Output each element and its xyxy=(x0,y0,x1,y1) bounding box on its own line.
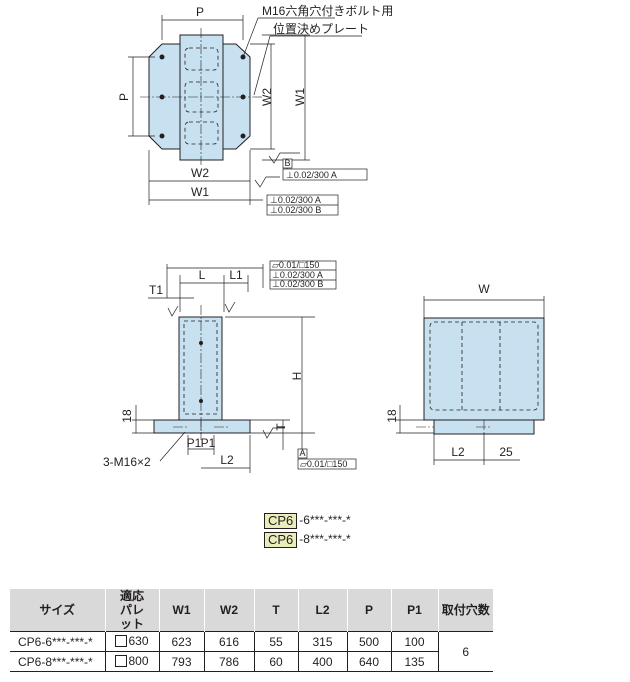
top-view-column xyxy=(179,34,224,161)
perpendicularity-2: ⊥0.02/300 B xyxy=(272,279,323,289)
technical-drawing: P P W2 W1 W2 W1 M16六角穴付きボルト用 位置決めプレート B … xyxy=(103,3,545,473)
dim-w: W xyxy=(478,282,490,296)
tolerance-3: ⊥0.02/300 B xyxy=(270,205,321,215)
model-code-row: CP6-6***-***-* xyxy=(264,511,351,530)
model-code-suffix: -8***-***-* xyxy=(299,532,351,546)
callout-bolt: M16六角穴付きボルト用 xyxy=(262,3,393,18)
datum-b: B xyxy=(284,158,290,168)
dim-t: T xyxy=(274,423,288,431)
flatness-1: ⏥0.01/□150 xyxy=(272,260,319,270)
header-l2: L2 xyxy=(297,589,347,632)
cell-t: 55 xyxy=(253,631,298,652)
dim-w2-vertical: W2 xyxy=(260,88,274,106)
table-row: CP6-6***-***-* 630 623 616 55 315 500 10… xyxy=(10,631,493,672)
dim-l1: L1 xyxy=(229,268,243,282)
header-w1: W1 xyxy=(158,589,204,632)
cell-t: 60 xyxy=(253,651,298,672)
cell-w2: 616 xyxy=(203,631,254,652)
header-w2: W2 xyxy=(203,589,254,632)
cell-w1: 623 xyxy=(158,631,204,652)
model-code-key: CP6 xyxy=(264,512,298,529)
dim-w1-vertical: W1 xyxy=(293,88,307,106)
model-code-key: CP6 xyxy=(264,531,298,548)
cell-w2: 786 xyxy=(203,651,254,672)
dim-w2: W2 xyxy=(191,166,209,180)
dim-l2-side: L2 xyxy=(451,445,465,459)
header-pallet: 適応パレット xyxy=(104,589,159,632)
cell-l2: 315 xyxy=(297,631,347,652)
side-view: W 18 L2 25 xyxy=(385,282,545,465)
spec-table: サイズ 適応パレット W1 W2 T L2 P P1 取付穴数 CP6-6***… xyxy=(10,589,493,672)
header-t: T xyxy=(253,589,298,632)
dim-18-side: 18 xyxy=(385,409,399,423)
cell-pallet: 800 xyxy=(104,651,159,672)
tolerance-2: ⊥0.02/300 A xyxy=(270,195,321,205)
model-codes: CP6-6***-***-* CP6-8***-***-* xyxy=(264,511,351,549)
cell-pallet: 630 xyxy=(104,631,159,652)
front-view-column xyxy=(178,316,223,421)
dim-l2-front: L2 xyxy=(220,453,234,467)
cell-p: 640 xyxy=(346,651,391,672)
dim-p-side: P xyxy=(117,93,131,101)
model-code-suffix: -6***-***-* xyxy=(299,513,351,527)
callout-holes: 3-M16×2 xyxy=(103,455,151,469)
dim-p-top: P xyxy=(196,5,204,19)
cell-mount-holes: 6 xyxy=(437,631,493,672)
dim-h: H xyxy=(290,372,304,381)
square-symbol-icon xyxy=(115,654,128,667)
cell-size: CP6-6***-***-* xyxy=(10,631,105,652)
front-view: L L1 T1 H 18 T P1 P1 L2 3-M16×2 A ⏥0.01/… xyxy=(103,260,357,473)
header-mount-holes: 取付穴数 xyxy=(437,589,493,632)
top-view: P P W2 W1 W2 W1 M16六角穴付きボルト用 位置決めプレート B … xyxy=(117,3,393,216)
cell-l2: 400 xyxy=(297,651,347,672)
cell-p: 500 xyxy=(346,631,391,652)
header-p: P xyxy=(346,589,391,632)
square-symbol-icon xyxy=(115,634,128,647)
table-row: CP6-8***-***-* 800 793 786 60 400 640 13… xyxy=(10,651,493,672)
header-p1: P1 xyxy=(390,589,438,632)
dim-p1-left: P1 xyxy=(187,436,202,450)
header-size: サイズ xyxy=(10,589,105,632)
dim-t1: T1 xyxy=(149,283,163,297)
flatness-bottom: ⏥0.01/□150 xyxy=(300,459,347,469)
model-code-row: CP6-8***-***-* xyxy=(264,530,351,549)
dim-p1-right: P1 xyxy=(201,436,216,450)
cell-w1: 793 xyxy=(158,651,204,672)
spec-table-header: サイズ 適応パレット W1 W2 T L2 P P1 取付穴数 xyxy=(10,589,493,632)
side-view-body xyxy=(423,317,545,421)
cell-p1: 100 xyxy=(390,631,438,652)
dim-25: 25 xyxy=(499,445,513,459)
cell-size: CP6-8***-***-* xyxy=(10,651,105,672)
callout-plate: 位置決めプレート xyxy=(273,21,369,36)
dim-l: L xyxy=(199,268,206,282)
datum-a: A xyxy=(299,448,305,458)
dim-18: 18 xyxy=(120,409,134,423)
front-view-base xyxy=(153,419,251,434)
cell-p1: 135 xyxy=(390,651,438,672)
bolt-hole-markers xyxy=(159,54,246,139)
tolerance-1: ⊥0.02/300 A xyxy=(286,170,337,180)
perpendicularity-1: ⊥0.02/300 A xyxy=(272,270,323,280)
dim-w1: W1 xyxy=(191,185,209,199)
